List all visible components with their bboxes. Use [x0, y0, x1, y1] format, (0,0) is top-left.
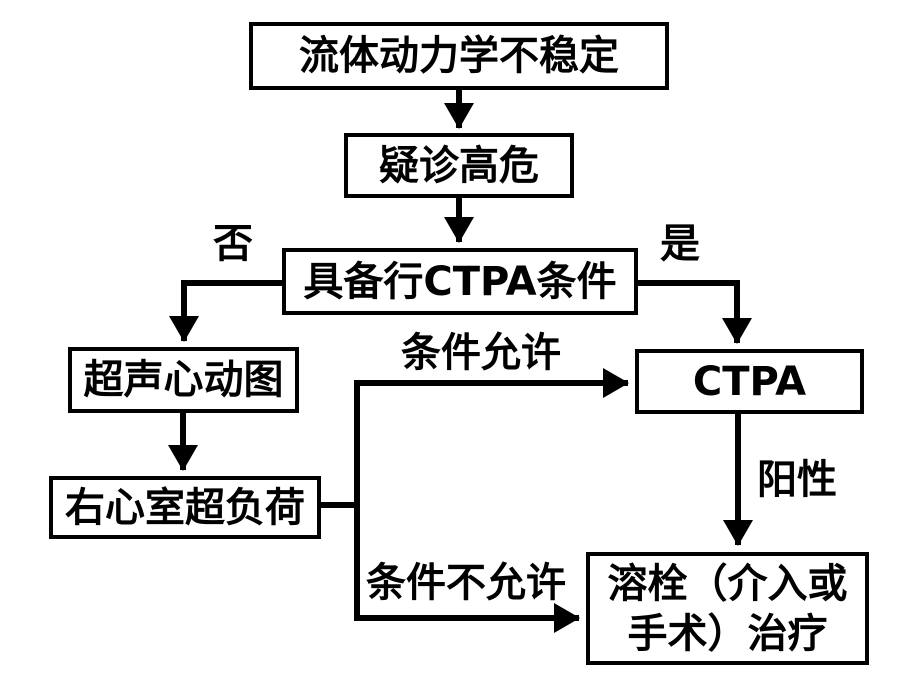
edge-label-no: 否: [213, 221, 253, 267]
node-suspected-high-risk: 疑诊高危: [344, 133, 574, 198]
node-thrombolysis-treatment-line2: 手术）治疗: [627, 610, 828, 657]
edge-label-yes: 是: [660, 221, 700, 267]
edge-label-conditions-not-permit: 条件不允许: [366, 560, 566, 606]
arrow-feasibility-yes-to-ctpa: [636, 280, 752, 344]
node-hemodynamic-instability: 流体动力学不稳定: [249, 22, 669, 90]
node-thrombolysis-treatment-line1: 溶栓（介入或: [607, 560, 848, 607]
node-ctpa-feasibility: 具备行CTPA条件: [282, 248, 638, 315]
node-ctpa: CTPA: [635, 349, 864, 414]
arrow-feasibility-no-to-echocardiography: [169, 280, 284, 342]
node-echocardiography: 超声心动图: [68, 347, 299, 413]
node-rv-overload: 右心室超负荷: [49, 476, 321, 539]
node-thrombolysis-treatment: 溶栓（介入或 手术）治疗: [586, 552, 869, 665]
edge-label-positive: 阳性: [757, 457, 837, 503]
edge-label-conditions-permit: 条件允许: [401, 330, 561, 376]
